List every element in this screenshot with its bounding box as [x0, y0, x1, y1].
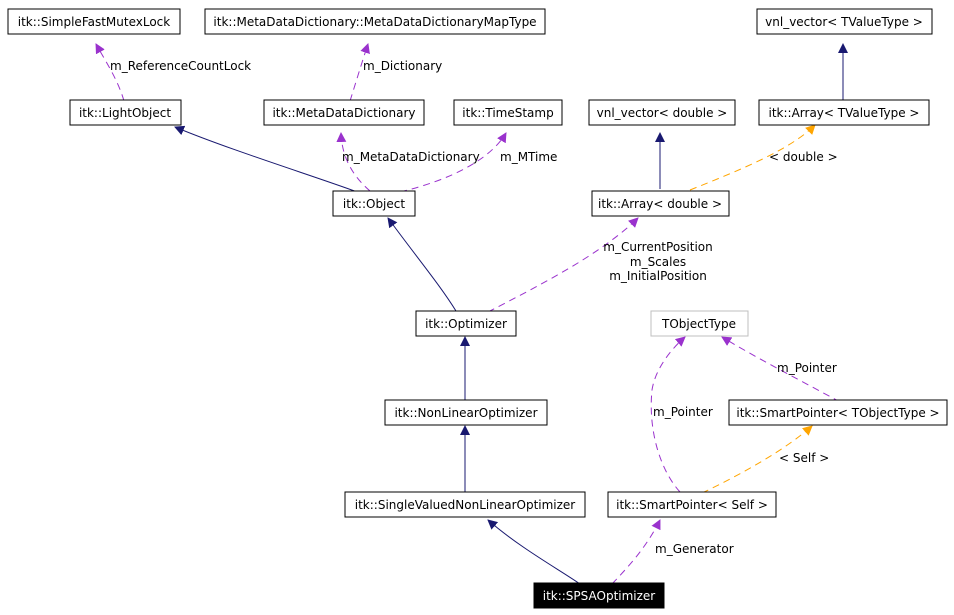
- node-smart-pointer-self[interactable]: itk::SmartPointer< Self >: [607, 491, 777, 518]
- label-mtime: m_MTime: [500, 150, 557, 164]
- node-simple-fast-mutex-lock[interactable]: itk::SimpleFastMutexLock: [7, 8, 181, 35]
- edge-optimizer-inherits-object: [387, 217, 457, 312]
- svg-text:itk::MetaDataDictionary: itk::MetaDataDictionary: [272, 106, 415, 120]
- label-pointer-left: m_Pointer: [653, 405, 713, 419]
- edge-spsa-inherits-single-valued: [487, 519, 581, 585]
- svg-text:itk::SingleValuedNonLinearOpti: itk::SingleValuedNonLinearOptimizer: [355, 498, 576, 512]
- node-meta-data-dictionary[interactable]: itk::MetaDataDictionary: [263, 99, 425, 126]
- label-reference-count-lock: m_ReferenceCountLock: [110, 59, 251, 73]
- node-array-double[interactable]: itk::Array< double >: [591, 190, 730, 217]
- node-tobjecttype[interactable]: TObjectType: [650, 310, 749, 337]
- edge-reference-count-lock: [95, 43, 125, 102]
- svg-text:itk::MetaDataDictionary::MetaD: itk::MetaDataDictionary::MetaDataDiction…: [213, 15, 536, 29]
- label-meta-data-dictionary: m_MetaDataDictionary: [342, 150, 480, 164]
- svg-text:itk::SmartPointer< Self >: itk::SmartPointer< Self >: [616, 498, 768, 512]
- edges: [95, 43, 848, 585]
- edge-mtime: [399, 132, 507, 193]
- edge-smart-pointer-template-self: [701, 425, 813, 494]
- node-object[interactable]: itk::Object: [332, 190, 416, 217]
- label-self-param: < Self >: [779, 451, 829, 465]
- edge-pointer-left: [650, 336, 686, 493]
- svg-text:itk::Optimizer: itk::Optimizer: [425, 317, 507, 331]
- edge-pointer-right: [721, 336, 841, 403]
- label-pointer-right: m_Pointer: [777, 361, 837, 375]
- svg-text:vnl_vector< double >: vnl_vector< double >: [597, 106, 728, 120]
- node-optimizer[interactable]: itk::Optimizer: [415, 310, 517, 337]
- label-initial-position: m_InitialPosition: [609, 269, 707, 283]
- svg-text:TObjectType: TObjectType: [661, 317, 736, 331]
- svg-text:itk::LightObject: itk::LightObject: [79, 106, 171, 120]
- label-current-position: m_CurrentPosition: [603, 240, 712, 254]
- svg-text:itk::SPSAOptimizer: itk::SPSAOptimizer: [543, 589, 656, 603]
- edge-labels: m_ReferenceCountLock m_Dictionary m_Meta…: [110, 59, 838, 556]
- node-light-object[interactable]: itk::LightObject: [69, 99, 182, 126]
- edge-parameters: [487, 217, 639, 313]
- svg-text:itk::Array< double >: itk::Array< double >: [598, 197, 722, 211]
- nodes: itk::SimpleFastMutexLock itk::MetaDataDi…: [7, 8, 948, 609]
- edge-generator: [611, 519, 661, 585]
- label-scales: m_Scales: [630, 255, 686, 269]
- node-vnl-vector-tvaluetype[interactable]: vnl_vector< TValueType >: [756, 8, 933, 35]
- label-double-param: < double >: [769, 150, 838, 164]
- svg-text:itk::SmartPointer< TObjectType: itk::SmartPointer< TObjectType >: [736, 406, 939, 420]
- edge-array-template-double: [689, 124, 816, 191]
- svg-text:itk::TimeStamp: itk::TimeStamp: [462, 106, 553, 120]
- node-vnl-vector-double[interactable]: vnl_vector< double >: [588, 99, 736, 126]
- svg-text:itk::SimpleFastMutexLock: itk::SimpleFastMutexLock: [18, 15, 171, 29]
- node-spsa-optimizer[interactable]: itk::SPSAOptimizer: [533, 582, 665, 609]
- node-time-stamp[interactable]: itk::TimeStamp: [453, 99, 563, 126]
- node-array-tvaluetype[interactable]: itk::Array< TValueType >: [758, 99, 930, 126]
- svg-text:itk::Object: itk::Object: [343, 197, 405, 211]
- node-smart-pointer-tobjecttype[interactable]: itk::SmartPointer< TObjectType >: [728, 399, 948, 426]
- svg-text:itk::Array< TValueType >: itk::Array< TValueType >: [769, 106, 920, 120]
- node-meta-data-dictionary-map-type[interactable]: itk::MetaDataDictionary::MetaDataDiction…: [204, 8, 546, 35]
- label-dictionary: m_Dictionary: [363, 59, 442, 73]
- node-single-valued-non-linear-optimizer[interactable]: itk::SingleValuedNonLinearOptimizer: [344, 491, 586, 518]
- edge-object-inherits-light-object: [174, 125, 361, 194]
- edge-dictionary: [349, 43, 370, 102]
- svg-text:itk::NonLinearOptimizer: itk::NonLinearOptimizer: [394, 406, 537, 420]
- edge-meta-data-dictionary: [336, 132, 371, 192]
- node-non-linear-optimizer[interactable]: itk::NonLinearOptimizer: [384, 399, 548, 426]
- label-generator: m_Generator: [655, 542, 734, 556]
- svg-text:vnl_vector< TValueType >: vnl_vector< TValueType >: [765, 15, 923, 29]
